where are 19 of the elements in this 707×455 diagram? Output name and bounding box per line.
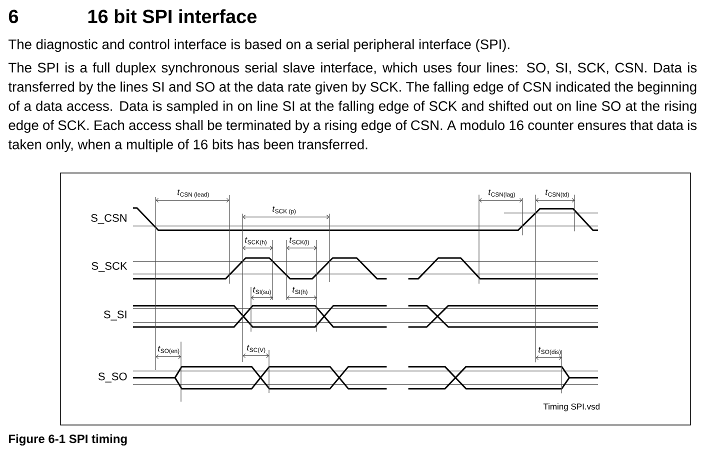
timing-label: t$_{SCK(l)}$ — [290, 237, 309, 246]
timing-label: t$_{SO(dis)}$ — [538, 346, 561, 356]
timing-label: t$_{SI(su)}$ — [253, 286, 271, 296]
paragraph: The diagnostic and control interface is based on a serial peripheral interface (SPI). — [8, 39, 510, 52]
timing-label: t$_{CSN(td)}$ — [546, 190, 569, 198]
file-label: Timing SPI.vsd — [543, 403, 600, 412]
timing-label: t$_{CSN(lag)}$ — [488, 190, 515, 198]
timing-label: t$_{SC(V)}$ — [247, 344, 266, 354]
figure-caption: Figure 6-1 SPI timing — [9, 434, 127, 446]
signal-label: S_SI — [104, 310, 126, 320]
signal-label: S_SO — [98, 372, 127, 382]
section-number: 6 — [8, 10, 18, 24]
paragraph: The SPI is a full duplex synchronous serial slave interface, which uses four lines: SO, SI, SCK, CSN. Data is transferred by the lines SI and SO at the data rate given by SCK. The falling edge of CSN indicated the beginning of a data access. Data is sampled in on line SI at the falling edge of SCK and shifted out on line SO at the rising edge of SCK. Each access shall be terminated by a rising edge of CSN. A modulo 16 counter ensures that data is taken only, when a multiple of 16 bits has been transferred. — [8, 62, 697, 152]
timing-label: t$_{SI(h)}$ — [292, 286, 308, 296]
signal-label: S_CSN — [91, 214, 126, 224]
timing-label: t$_{SCK(h)}$ — [245, 237, 266, 246]
timing-label: t$_{SO(en)}$ — [158, 346, 180, 354]
signal-label: S_SCK — [92, 262, 128, 272]
heading: 16 bit SPI interface — [88, 9, 257, 24]
